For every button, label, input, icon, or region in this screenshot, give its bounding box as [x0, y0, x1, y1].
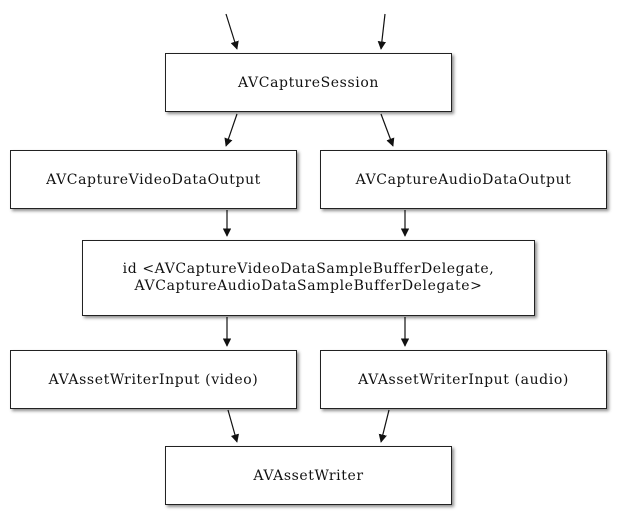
- audio-input-to-writer-arrow: [378, 409, 390, 443]
- capture-session-label: AVCaptureSession: [238, 74, 379, 91]
- video-data-output-node: AVCaptureVideoDataOutput: [10, 150, 297, 209]
- video-data-output-label: AVCaptureVideoDataOutput: [46, 171, 261, 188]
- delegate-label-line1: id <AVCaptureVideoDataSampleBufferDelega…: [122, 261, 495, 277]
- video-writer-input-label: AVAssetWriterInput (video): [48, 371, 259, 388]
- audio-data-output-label: AVCaptureAudioDataOutput: [355, 171, 572, 188]
- input-arrow-left: [225, 13, 239, 50]
- session-to-video-output-arrow: [224, 113, 238, 147]
- input-arrow-right: [377, 13, 387, 50]
- video-writer-input-node: AVAssetWriterInput (video): [10, 350, 297, 409]
- video-input-to-writer-arrow: [227, 409, 239, 443]
- audio-data-output-node: AVCaptureAudioDataOutput: [320, 150, 607, 209]
- audio-writer-input-label: AVAssetWriterInput (audio): [358, 371, 569, 388]
- asset-writer-node: AVAssetWriter: [165, 446, 452, 505]
- session-to-audio-output-arrow: [380, 113, 395, 147]
- sample-buffer-delegate-node: id <AVCaptureVideoDataSampleBufferDelega…: [82, 240, 535, 316]
- capture-session-node: AVCaptureSession: [165, 53, 452, 112]
- asset-writer-label: AVAssetWriter: [253, 467, 364, 484]
- audio-writer-input-node: AVAssetWriterInput (audio): [320, 350, 607, 409]
- delegate-label-line2: AVCaptureAudioDataSampleBufferDelegate>: [134, 278, 483, 294]
